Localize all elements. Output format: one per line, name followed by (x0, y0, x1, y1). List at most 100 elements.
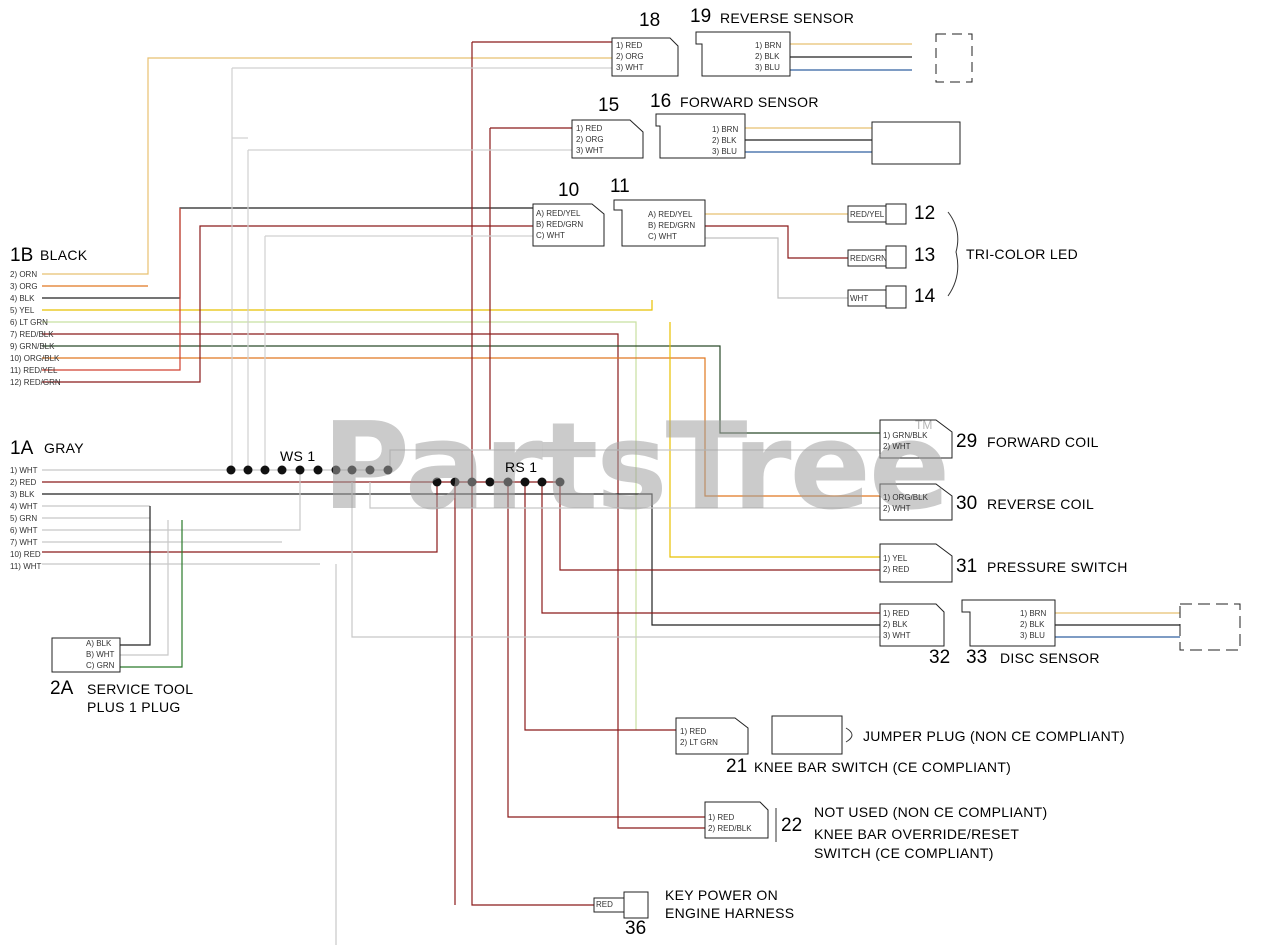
wire-1b-blk (42, 207, 533, 299)
wire-1a-wht2 (42, 470, 301, 543)
rs1-splice (432, 477, 565, 487)
wire-led-rgn (705, 225, 848, 259)
wire-1b-redblk (42, 333, 705, 829)
connector-33-shape (961, 599, 1056, 647)
connector-21-shape (675, 717, 749, 755)
wire-rs-22 (507, 482, 705, 818)
led-label: TRI-COLOR LED (966, 246, 1079, 262)
c30-num: 30 (956, 493, 978, 514)
c19-num: 19 (690, 6, 712, 27)
wire-white-top (231, 67, 612, 470)
connector-22-shape (704, 801, 769, 839)
wire-1a-red10 (42, 482, 438, 553)
c21-num: 21 (726, 756, 748, 777)
harness-1a-id: 1A (10, 438, 34, 459)
c31-name: PRESSURE SWITCH (987, 559, 1128, 575)
c12-num: 12 (914, 203, 936, 224)
connector-disc-end (1179, 603, 1241, 651)
connector-11-shape (613, 199, 706, 247)
c15-num: 15 (598, 95, 620, 116)
ws1-splice (226, 465, 393, 475)
rs1-label: RS 1 (505, 459, 538, 475)
harness-1b-id: 1B (10, 245, 34, 266)
wire-2a-grn (120, 520, 183, 668)
wire-2a-wht (120, 520, 169, 656)
c11-num: 11 (610, 176, 630, 197)
c10-num: 10 (558, 180, 580, 201)
connector-fwd-end (871, 121, 961, 165)
harness-1a-color: GRAY (44, 440, 84, 456)
wire-29-wht (389, 449, 880, 470)
wire-30-wht (369, 482, 880, 509)
c30-name: REVERSE COIL (987, 496, 1095, 512)
c36-num: 36 (625, 918, 647, 939)
wire-rs-21 (524, 482, 676, 731)
c36-line1: KEY POWER ON (665, 887, 779, 903)
connector-13-shape (847, 245, 907, 269)
wire-1b-redgrn (42, 225, 533, 383)
watermark: PartsTree (322, 398, 950, 537)
c21-name: KNEE BAR SWITCH (CE COMPLIANT) (754, 759, 1012, 775)
c33-name: DISC SENSOR (1000, 650, 1100, 666)
connector-jumper-shape (771, 715, 843, 755)
connector-32-shape (879, 603, 945, 647)
ws1-label: WS 1 (280, 448, 316, 464)
c16-num: 16 (650, 91, 672, 112)
wire-1b-orn (42, 57, 612, 275)
harness-1b-color: BLACK (40, 247, 88, 263)
c29-name: FORWARD COIL (987, 434, 1099, 450)
c12-wire: RED/YEL (850, 210, 885, 219)
c29-num: 29 (956, 431, 978, 452)
c2a-num: 2A (50, 678, 74, 699)
wire-led-wht (705, 237, 848, 299)
c33-num: 33 (966, 647, 988, 668)
wire-2a-blk (120, 506, 151, 646)
c36-line2: ENGINE HARNESS (665, 905, 795, 921)
connector-15-shape (571, 119, 644, 159)
jumper-loop (845, 727, 853, 743)
c32-num: 32 (929, 647, 951, 668)
connector-12-shape (847, 203, 907, 225)
c2a-name2: PLUS 1 PLUG (87, 699, 181, 715)
c16-name: FORWARD SENSOR (680, 94, 819, 110)
c18-num: 18 (639, 10, 661, 31)
connector-16-shape (655, 113, 746, 159)
connector-18-shape (611, 37, 679, 77)
wire-1b-grnblk (42, 345, 880, 434)
wire-31-yel (669, 322, 880, 558)
wire-rs-31 (559, 482, 880, 571)
wire-1b-orgblk (42, 357, 880, 497)
c22-num: 22 (781, 815, 803, 836)
c14-num: 14 (914, 286, 936, 307)
wire-1b-yel (42, 300, 653, 311)
c36-wire: RED (596, 900, 613, 909)
connector-19-shape (695, 31, 791, 77)
c22-line3: SWITCH (CE COMPLIANT) (814, 845, 994, 861)
c22-line1: NOT USED (NON CE COMPLIANT) (814, 804, 1048, 820)
c31-num: 31 (956, 556, 978, 577)
connector-31-shape (879, 543, 953, 583)
connector-2a-shape (51, 637, 121, 673)
connector-10-shape (532, 203, 605, 247)
c13-num: 13 (914, 245, 936, 266)
wire-red-trunk (471, 41, 612, 906)
connector-30-shape (879, 483, 953, 521)
jumper-label: JUMPER PLUG (NON CE COMPLIANT) (863, 728, 1125, 744)
connector-36-shape (593, 891, 649, 919)
trademark: TM (915, 418, 933, 432)
wire-32-wht (351, 482, 880, 638)
